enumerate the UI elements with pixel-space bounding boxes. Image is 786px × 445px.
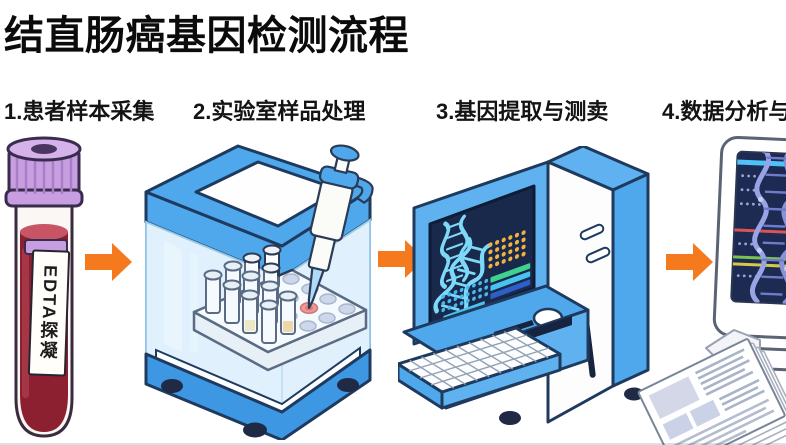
screen-dot-grid-yellow: [488, 230, 526, 269]
screen-dot-grid-blue: [441, 278, 489, 313]
arrow-right-icon: [666, 243, 713, 281]
page-title: 结直肠癌基因检测流程: [4, 14, 409, 58]
chamber-feet: [161, 378, 359, 438]
screen-red-line: [734, 228, 786, 238]
lab-chamber-illustration: [144, 144, 374, 440]
step-label-1: 1.患者样本采集: [4, 99, 155, 124]
step-label-4: 4.数据分析与报: [662, 99, 786, 124]
report-documents-illustration: [637, 329, 786, 445]
monitor-screen: [730, 150, 786, 308]
sequencer-screen: [428, 184, 536, 328]
step-label-3: 3.基因提取与测卖: [436, 99, 609, 124]
keyboard: [398, 326, 562, 410]
dna-helix-icon: [749, 151, 786, 306]
tube-label: EDTA探凝: [27, 249, 71, 377]
pipette-icon: [307, 144, 374, 310]
tube-cap: [4, 136, 84, 208]
sequencer-illustration: [398, 146, 650, 425]
report-content: [648, 348, 775, 445]
chamber-base: [144, 348, 372, 440]
tower-slots: [579, 223, 611, 264]
arrow-right-icon: [85, 243, 132, 281]
bottom-edge-line: [0, 443, 786, 445]
sample-tubes: [203, 244, 298, 344]
dna-helix-icon: [433, 214, 493, 320]
screen-data-dots: [736, 174, 762, 278]
step-label-2: 2.实验室样品处理: [193, 99, 366, 124]
